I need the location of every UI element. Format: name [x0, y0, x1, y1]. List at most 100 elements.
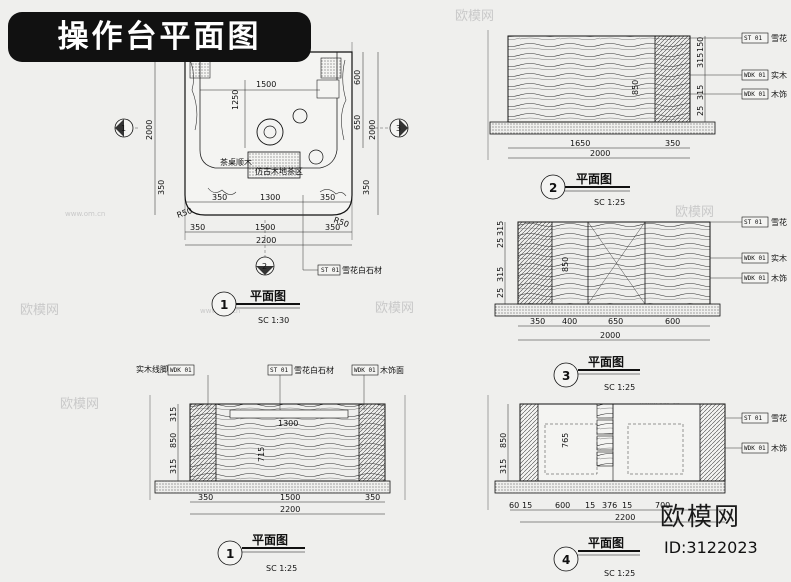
dim-text: 350: [190, 223, 205, 232]
material-tag: [317, 264, 341, 276]
dim-text: 376: [602, 501, 617, 510]
material-tag: [741, 32, 769, 44]
material-tag-label: 实木: [771, 253, 787, 263]
dim-text: 650: [353, 115, 362, 130]
material-tag-label: 雪花: [771, 217, 787, 227]
dim-text: 850: [631, 80, 640, 95]
floor-slab: [489, 121, 716, 135]
dim-text: 600: [665, 317, 680, 326]
dim-text: 2000: [600, 331, 620, 340]
dim-text: 315: [496, 221, 505, 236]
material-tag: [741, 442, 769, 454]
dim-text: 315: [696, 53, 705, 68]
caption-title: 平面图: [576, 172, 612, 186]
material-tag: [351, 364, 379, 376]
dim-text: 600: [555, 501, 570, 510]
material-tag: [167, 364, 195, 376]
material-tag-label: 木饰: [771, 443, 787, 453]
dim-text: 25: [496, 238, 505, 248]
material-tag: [741, 88, 769, 100]
dim-text: 2200: [615, 513, 635, 522]
brand-name: 欧模网: [660, 502, 742, 531]
caption-circle: [553, 546, 579, 572]
material-tag-code: WDK 01: [744, 445, 766, 452]
caption-scale: SC 1:25: [604, 569, 635, 578]
material-tag-code: ST 01: [744, 35, 762, 42]
material-tag-label: 木饰: [771, 273, 787, 283]
material-tag-code: WDK 01: [744, 255, 766, 262]
caption-scale: SC 1:25: [594, 198, 625, 207]
material-tag-label: 木饰: [771, 89, 787, 99]
callout-label: 实木线脚: [136, 364, 168, 374]
callout-label: 雪花白石材: [294, 365, 334, 375]
dim-text: 1300: [260, 193, 280, 202]
elevation-view-2: 1650 350 2000 150 315 850 315 25 ST 01 雪…: [487, 30, 787, 207]
tea-area: [247, 151, 301, 179]
material-tag-code: ST 01: [744, 219, 762, 226]
dim-text: 25: [696, 106, 705, 116]
dim-text: 850: [499, 433, 508, 448]
material-tag: [741, 252, 769, 264]
caption-title: 平面图: [588, 536, 624, 550]
counter-outline: [184, 51, 353, 216]
dim-text: 700: [655, 501, 670, 510]
dim-text: 60: [509, 501, 519, 510]
dim-text: 715: [257, 447, 266, 462]
elevation-view-5: 850 315 765 60 15 600 15 376 15 700 2200…: [487, 395, 787, 578]
caption-number: 1: [220, 298, 228, 312]
dim-text: 1650: [570, 139, 590, 148]
watermark-text: 欧模网: [60, 397, 99, 412]
section-marker-text: 1: [121, 124, 126, 133]
dim-text: 2200: [280, 505, 300, 514]
dim-text: 1250: [231, 90, 240, 110]
dim-text: 1500: [255, 223, 275, 232]
caption-number: 3: [562, 369, 570, 383]
sink-circle: [256, 118, 284, 146]
dim-text: 350: [365, 493, 380, 502]
dim-text: 600: [353, 70, 362, 85]
material-tag: [741, 412, 769, 424]
dim-text: 15: [522, 501, 532, 510]
dim-text: 150: [696, 37, 705, 52]
caption-number: 1: [226, 547, 234, 561]
dim-text: 1500: [280, 493, 300, 502]
material-tag: [741, 69, 769, 81]
dim-text: 315: [169, 459, 178, 474]
floor-slab: [494, 480, 726, 494]
dim-text: 25: [496, 288, 505, 298]
caption-title: 平面图: [252, 533, 288, 547]
material-tag-code: WDK 01: [744, 91, 766, 98]
watermark-url: www.om.cn: [65, 210, 105, 218]
dim-text: 650: [608, 317, 623, 326]
dim-text: 315: [696, 85, 705, 100]
material-tag-code: WDK 01: [744, 275, 766, 282]
material-tag: [741, 272, 769, 284]
material-tag-label: 雪花: [771, 413, 787, 423]
dim-text: 1500: [256, 80, 276, 89]
dim-text: 1300: [278, 419, 298, 428]
dim-text: 350: [530, 317, 545, 326]
dim-text: 350: [157, 180, 166, 195]
dim-text: 2000: [368, 120, 377, 140]
dim-text: 315: [169, 407, 178, 422]
material-tag-label: 实木: [771, 70, 787, 80]
caption-number: 2: [549, 181, 557, 195]
dim-text: 765: [561, 433, 570, 448]
center-text: 茶桌顺木: [220, 157, 252, 167]
caption-title: 平面图: [588, 355, 624, 369]
dim-text: 350: [212, 193, 227, 202]
dim-text: 315: [496, 267, 505, 282]
caption-scale: SC 1:25: [604, 383, 635, 392]
material-tag-code: WDK 01: [354, 367, 376, 374]
caption-scale: SC 1:25: [266, 564, 297, 573]
dim-text: 15: [622, 501, 632, 510]
material-tag-code: ST 01: [321, 267, 339, 274]
material-tag-code: WDK 01: [744, 72, 766, 79]
material-tag-code: ST 01: [270, 367, 288, 374]
dim-text: 400: [562, 317, 577, 326]
elevation-view-3: 315 25 850 315 25 350 400 650 600 2000 S…: [494, 216, 787, 392]
elevation-view-4: 实木线脚 WDK 01 ST 01 雪花白石材 WDK 01 木饰面 315 8…: [136, 364, 406, 573]
dim-text: R50: [176, 206, 194, 220]
